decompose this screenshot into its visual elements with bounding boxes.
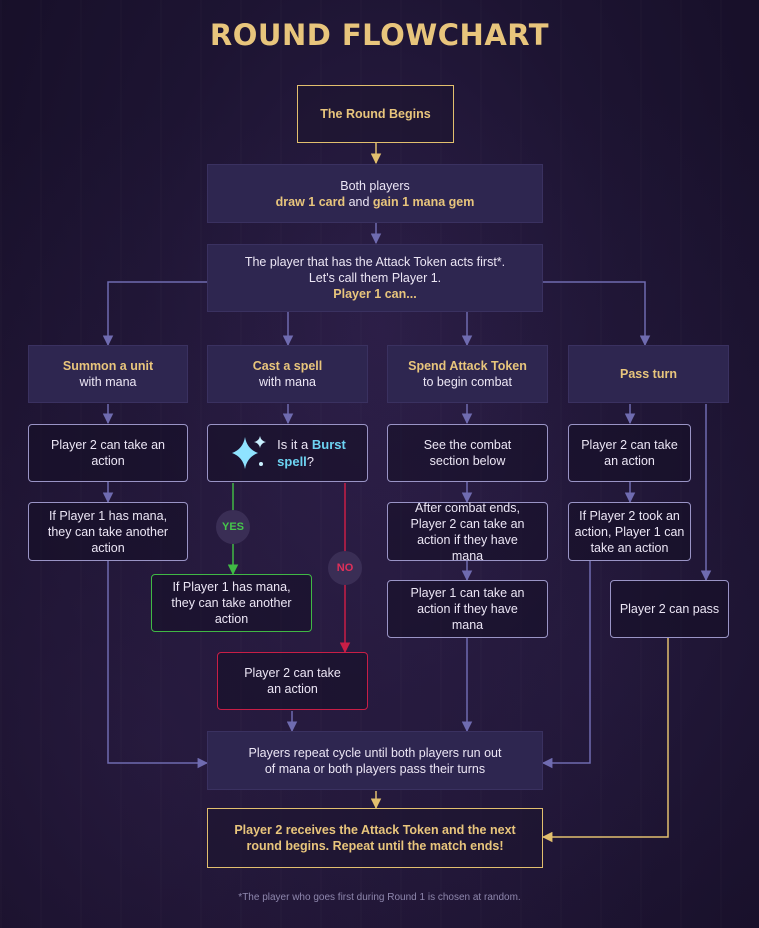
page-title: ROUND FLOWCHART [209, 18, 550, 52]
draw-card-label: draw 1 card [275, 194, 346, 209]
burst-question-pre: Is it a [277, 437, 312, 452]
combat-step1: See the combat section below [387, 424, 548, 482]
burst-question-post: ? [306, 454, 315, 469]
burst-question-burst: Burst [311, 437, 346, 452]
combat-step3: Player 1 can take an action if they have… [387, 580, 548, 638]
draw-and-label: and [345, 194, 373, 209]
attack-token-line3: Player 1 can... [333, 287, 417, 301]
pass-step1: Player 2 can take an action [568, 424, 691, 482]
combat-sub: to begin combat [423, 375, 512, 389]
combat-step2: After combat ends, Player 2 can take an … [387, 501, 548, 563]
gain-mana-label: gain 1 mana gem [372, 194, 475, 209]
summon-box: Summon a unit with mana [28, 345, 188, 403]
pass-box: Pass turn [568, 345, 729, 403]
attack-token-box: The player that has the Attack Token act… [207, 244, 543, 312]
round-begins-box: The Round Begins [297, 85, 454, 143]
no-badge: NO [328, 551, 362, 585]
summon-step1: Player 2 can take an action [28, 424, 188, 482]
draw-line1: Both players [340, 178, 410, 193]
attack-token-line1: The player that has the Attack Token act… [244, 255, 506, 269]
burst-question-line2: spell [277, 454, 307, 469]
summon-step2: If Player 1 has mana, they can take anot… [28, 502, 188, 561]
burst-question-box: Is it a Burst spell? [207, 424, 368, 482]
spell-title: Cast a spell [252, 359, 323, 373]
round-end-label: Player 2 receives the Attack Token and t… [234, 823, 516, 853]
combat-box: Spend Attack Token to begin combat [387, 345, 548, 403]
pass-step2: If Player 2 took an action, Player 1 can… [568, 502, 691, 561]
round-begins-label: The Round Begins [320, 107, 431, 121]
footnote: *The player who goes first during Round … [238, 892, 521, 903]
sparkle-icon [232, 436, 267, 469]
pass-title: Pass turn [620, 367, 677, 381]
repeat-box: Players repeat cycle until both players … [207, 731, 543, 790]
summon-sub: with mana [79, 375, 137, 389]
summon-title: Summon a unit [62, 359, 154, 373]
yes-result-box: If Player 1 has mana, they can take anot… [151, 574, 312, 632]
yes-badge: YES [216, 510, 250, 544]
no-result-box: Player 2 can take an action [217, 652, 368, 710]
draw-box: Both players draw 1 card and gain 1 mana… [207, 164, 543, 223]
combat-title: Spend Attack Token [408, 359, 527, 373]
round-end-box: Player 2 receives the Attack Token and t… [207, 808, 543, 868]
attack-token-line2: Let's call them Player 1. [308, 271, 442, 285]
pass-step3: Player 2 can pass [610, 580, 729, 638]
spell-sub: with mana [259, 375, 316, 389]
spell-box: Cast a spell with mana [207, 345, 368, 403]
